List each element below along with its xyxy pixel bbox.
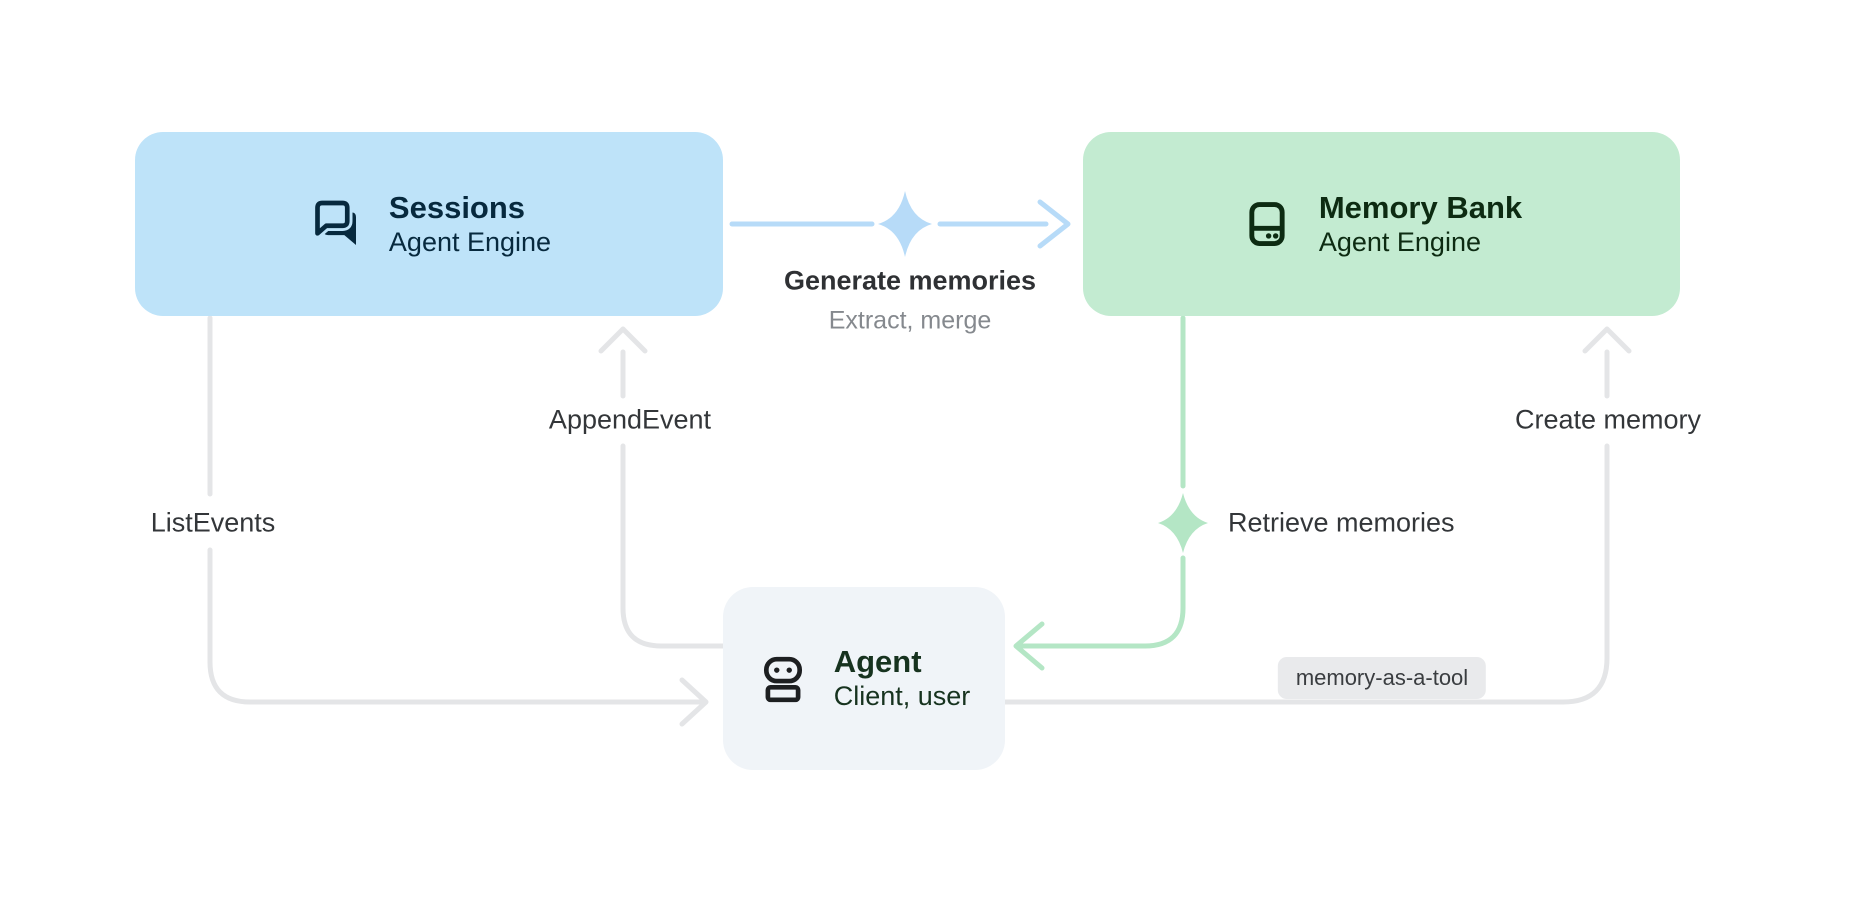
node-memory-bank: Memory Bank Agent Engine bbox=[1083, 132, 1680, 316]
node-subtitle: Agent Engine bbox=[1318, 226, 1481, 257]
edge-retrieve-memories bbox=[1013, 315, 1208, 671]
node-sessions: Sessions Agent Engine bbox=[135, 132, 723, 316]
sparkle-icon bbox=[878, 191, 932, 257]
memory-as-a-tool-badge: memory-as-a-tool bbox=[1277, 657, 1487, 699]
edge-append-event bbox=[598, 326, 726, 649]
arrow-right-icon bbox=[679, 677, 709, 727]
edge-create-memory bbox=[1002, 326, 1632, 705]
arrow-right-icon bbox=[1037, 199, 1071, 249]
edge-label-append-event: AppendEvent bbox=[536, 399, 724, 441]
node-title: Memory Bank bbox=[1318, 189, 1523, 225]
arrow-up-icon bbox=[1582, 326, 1632, 354]
node-agent: Agent Client, user bbox=[723, 587, 1005, 770]
storage-icon bbox=[1249, 202, 1285, 246]
node-title: Agent bbox=[833, 644, 922, 680]
node-subtitle: Agent Engine bbox=[388, 226, 552, 257]
edge-label-retrieve-memories: Retrieve memories bbox=[1228, 507, 1455, 539]
edge-label-create-memory: Create memory bbox=[1502, 399, 1714, 441]
edge-generate-memories bbox=[729, 191, 1071, 257]
node-subtitle: Client, user bbox=[833, 681, 971, 712]
node-title: Sessions bbox=[388, 189, 526, 225]
edge-label-generate-memories: Generate memories bbox=[775, 263, 1045, 299]
edge-list-events bbox=[207, 315, 709, 727]
chat-bubbles-icon bbox=[312, 197, 356, 245]
sparkle-icon bbox=[1158, 493, 1208, 553]
robot-icon bbox=[763, 656, 802, 702]
edge-sublabel-extract-merge: Extract, merge bbox=[820, 304, 1000, 338]
arrow-left-icon bbox=[1013, 621, 1045, 671]
edge-label-list-events: ListEvents bbox=[138, 502, 288, 544]
arrow-up-icon bbox=[598, 326, 648, 354]
